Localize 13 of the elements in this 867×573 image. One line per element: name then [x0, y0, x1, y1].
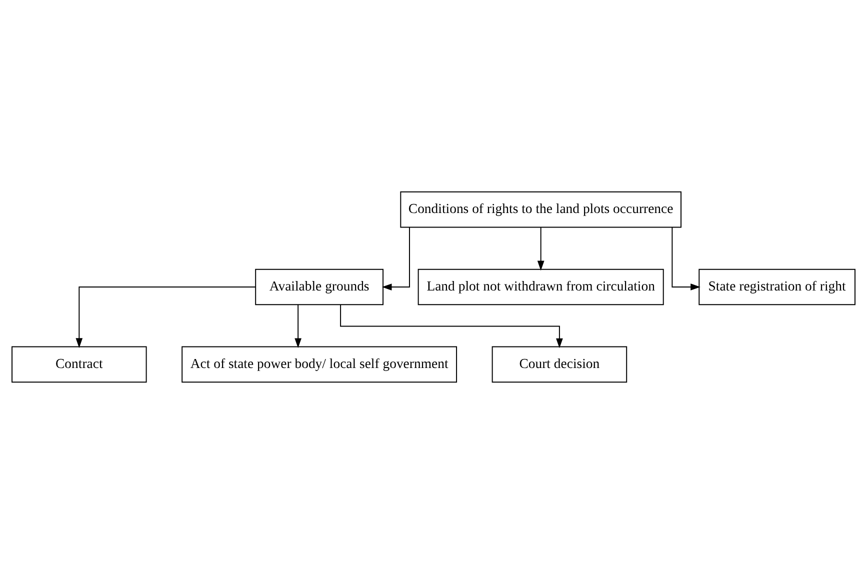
node-box: Conditions of rights to the land plots occurrence	[400, 190, 682, 228]
arrow	[294, 304, 302, 348]
arrow	[537, 226, 544, 270]
node-box: Court decision	[492, 346, 628, 382]
arrow	[76, 286, 256, 348]
node-box: Act of state power body/ local self government	[182, 346, 458, 382]
node-box: State registration of right	[698, 268, 856, 305]
arrow	[340, 304, 563, 348]
node-box: Available grounds	[255, 268, 384, 305]
arrow	[672, 226, 700, 290]
node-box: Land plot not withdrawn from circulation	[418, 268, 664, 305]
arrow	[382, 226, 410, 290]
node-box: Contract	[12, 346, 147, 382]
